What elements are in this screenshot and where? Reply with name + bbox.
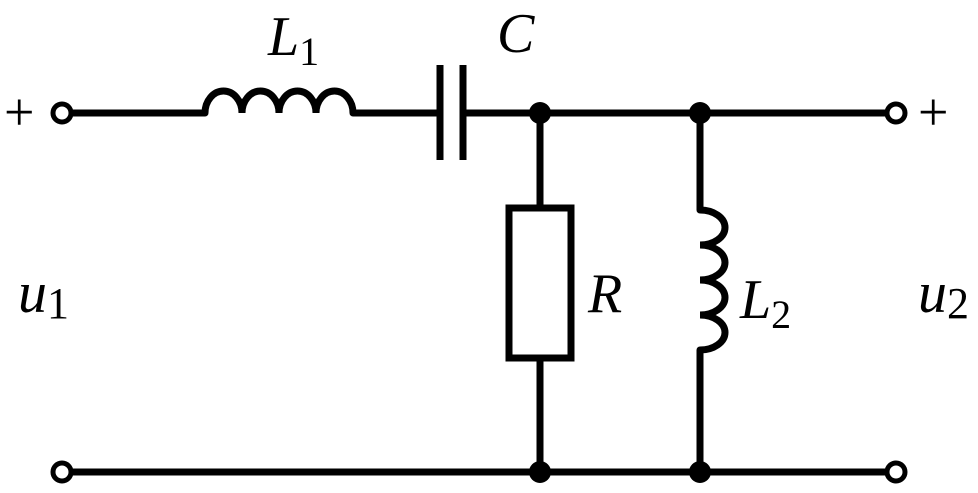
- inductor-l1: [201, 87, 357, 117]
- input-terminal-top: [50, 101, 74, 125]
- label-r: R: [587, 263, 622, 325]
- capacitor-c: [436, 65, 467, 160]
- label-u1: u1: [18, 260, 69, 328]
- junction-dot: [689, 102, 711, 124]
- label-c: C: [497, 3, 535, 65]
- label-u2: u2: [918, 260, 969, 328]
- junction-dot: [689, 461, 711, 483]
- output-terminal-top: [884, 101, 908, 125]
- label-l1: L1: [267, 6, 319, 74]
- output-polarity-label: +: [918, 82, 948, 142]
- junction-dot: [529, 102, 551, 124]
- label-l2: L2: [739, 269, 791, 337]
- output-terminal-bottom: [884, 460, 908, 484]
- input-terminal-bottom: [50, 460, 74, 484]
- input-polarity-label: +: [4, 82, 34, 142]
- resistor-r: [505, 204, 575, 362]
- inductor-l2: [696, 206, 729, 354]
- junction-dot: [529, 461, 551, 483]
